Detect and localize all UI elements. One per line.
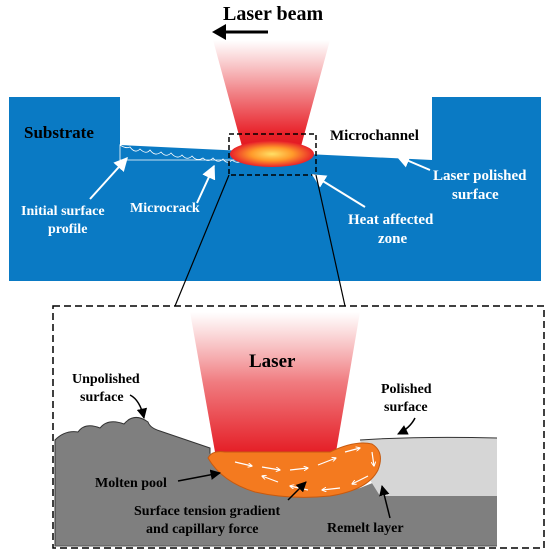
initial-surface-profile [119,144,242,163]
laser-beam-top [213,40,330,150]
laser-beam-bottom [190,312,360,452]
polished-surface-arrow [397,417,416,435]
unpolished-surface-arrow [129,394,148,420]
zoom-connector-right [315,174,346,307]
initial-surface-profile-label-2: profile [48,222,87,237]
molten-pool-label: Molten pool [95,476,167,491]
molten-pool-arrow [177,469,222,482]
heat-affected-zone-arrow [311,174,366,208]
unpolished-region [54,417,211,547]
laser-polished-surface-arrow [395,154,431,171]
polished-region [360,437,497,496]
focus-box [228,133,317,176]
microcrack-label: Microcrack [130,201,200,216]
substrate-block [9,97,541,281]
unpolished-surface-label-1: Unpolished [72,372,140,387]
laser-label: Laser [249,351,296,372]
surface-tension-arrow [287,481,307,501]
polished-surface-label-1: Polished [381,382,432,397]
substrate-label: Substrate [24,123,94,142]
surface-tension-label-1: Surface tension gradient [134,504,281,519]
initial-surface-profile-arrow [89,156,128,200]
laser-polished-surface-label-2: surface [452,187,499,203]
molten-pool [207,442,381,498]
polished-surface-line [359,436,498,441]
remelt-layer-arrow [379,484,391,519]
laser-beam-direction-arrow [212,24,268,40]
initial-surface-profile-label-1: Initial surface [21,204,105,219]
heat-affected-zone-label-1: Heat affected [348,212,434,228]
microchannel-label: Microchannel [330,128,419,144]
remelt-layer-label: Remelt layer [327,521,404,536]
microcrack-arrow [196,164,216,204]
heat-affected-zone-label-2: zone [378,231,408,247]
laser-hotspot [230,141,314,167]
laser-polished-surface-label-1: Laser polished [433,168,527,184]
remelt-layer-region [205,450,380,546]
surface-tension-label-2: and capillary force [146,522,259,537]
zoom-connector-left [174,174,230,307]
laser-beam-label: Laser beam [223,3,324,25]
polished-lower-fill [380,496,497,546]
polished-surface-label-2: surface [384,400,428,415]
unpolished-surface-label-2: surface [80,390,124,405]
